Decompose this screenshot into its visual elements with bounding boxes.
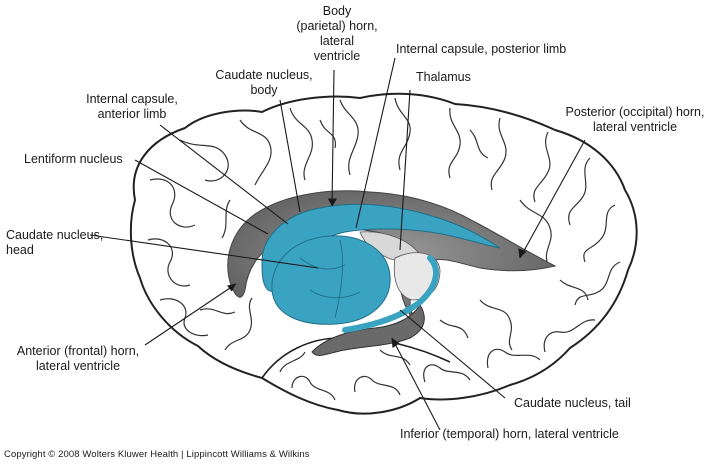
label-inferior-horn: Inferior (temporal) horn, lateral ventri…	[400, 427, 619, 441]
label-posterior-horn: Posterior (occipital) horn, lateral vent…	[565, 105, 705, 134]
label-body-horn: Body (parietal) horn, lateral ventricle	[296, 4, 378, 63]
label-internal-capsule-anterior: Internal capsule, anterior limb	[86, 92, 178, 121]
caudate-tail	[342, 255, 439, 333]
label-lentiform: Lentiform nucleus	[24, 152, 123, 166]
label-caudate-head: Caudate nucleus, head	[6, 228, 104, 257]
lentiform-nucleus	[271, 235, 391, 325]
label-anterior-horn: Anterior (frontal) horn, lateral ventric…	[16, 344, 140, 373]
label-caudate-body: Caudate nucleus, body	[215, 68, 313, 97]
label-internal-capsule-posterior: Internal capsule, posterior limb	[396, 42, 567, 56]
copyright-notice: Copyright © 2008 Wolters Kluwer Health |…	[4, 449, 310, 460]
label-caudate-tail: Caudate nucleus, tail	[514, 396, 631, 410]
label-thalamus: Thalamus	[416, 70, 471, 84]
